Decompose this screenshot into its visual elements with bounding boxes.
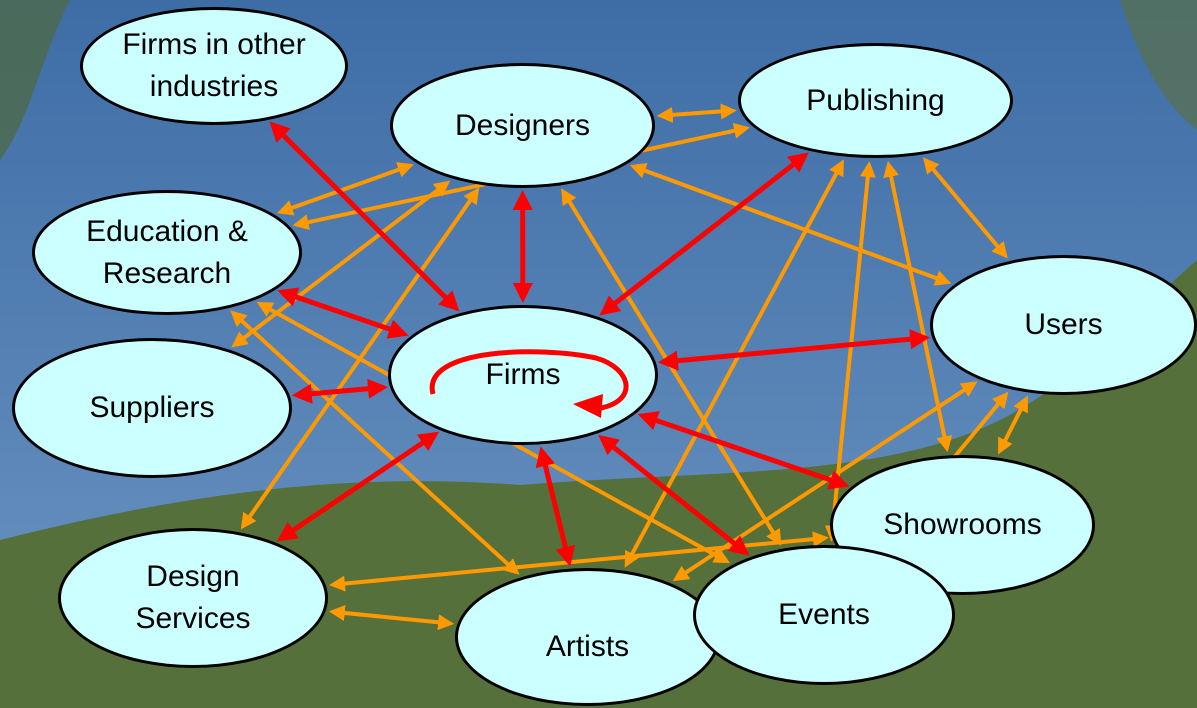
node-label: Publishing	[806, 83, 945, 117]
link-firms-artists	[535, 446, 576, 567]
link-firms-events	[598, 434, 750, 556]
node-designers: Designers	[390, 63, 655, 188]
firms-self-loop-arrowhead	[573, 394, 603, 418]
firms-self-loop	[429, 349, 629, 418]
link-firms-publishing	[599, 152, 809, 316]
node-label: Users	[1024, 308, 1103, 341]
node-artists: Artists	[455, 568, 720, 706]
node-education-research: Education & Research	[32, 190, 302, 315]
left-rock	[0, 0, 70, 160]
link-firms-education	[277, 287, 409, 339]
node-label: Firms in other industries	[122, 28, 306, 103]
link-firms-users	[657, 329, 931, 371]
link-firms-suppliers	[291, 378, 388, 404]
node-showrooms: Showrooms	[830, 455, 1095, 595]
node-label: Designers	[454, 108, 591, 142]
node-design-services: Design Services	[58, 528, 328, 668]
node-label: Education & Research	[86, 214, 248, 290]
node-label: Events	[778, 598, 870, 631]
node-label: Firms	[485, 358, 561, 391]
link-firms-firms_other	[269, 121, 460, 312]
firm-links	[269, 121, 931, 567]
node-label: Showrooms	[883, 508, 1042, 541]
link-users-showrooms	[998, 395, 1028, 455]
firms-self-loop-path	[429, 349, 629, 411]
node-label: Design Services	[135, 560, 251, 635]
link-publishing-designers	[656, 103, 737, 123]
right-rock	[1120, 0, 1197, 130]
node-events: Events	[693, 545, 955, 685]
link-design_services-artists	[328, 605, 455, 631]
node-publishing: Publishing	[738, 43, 1013, 158]
node-label: Artists	[545, 630, 630, 663]
node-label: Suppliers	[89, 391, 215, 424]
node-firms-in-other-industries: Firms in other industries	[80, 7, 348, 125]
link-publishing-users	[922, 157, 1008, 259]
node-users: Users	[930, 255, 1197, 395]
node-suppliers: Suppliers	[12, 338, 292, 478]
node-firms: Firms	[388, 305, 658, 445]
link-firms-design_services	[276, 431, 440, 542]
